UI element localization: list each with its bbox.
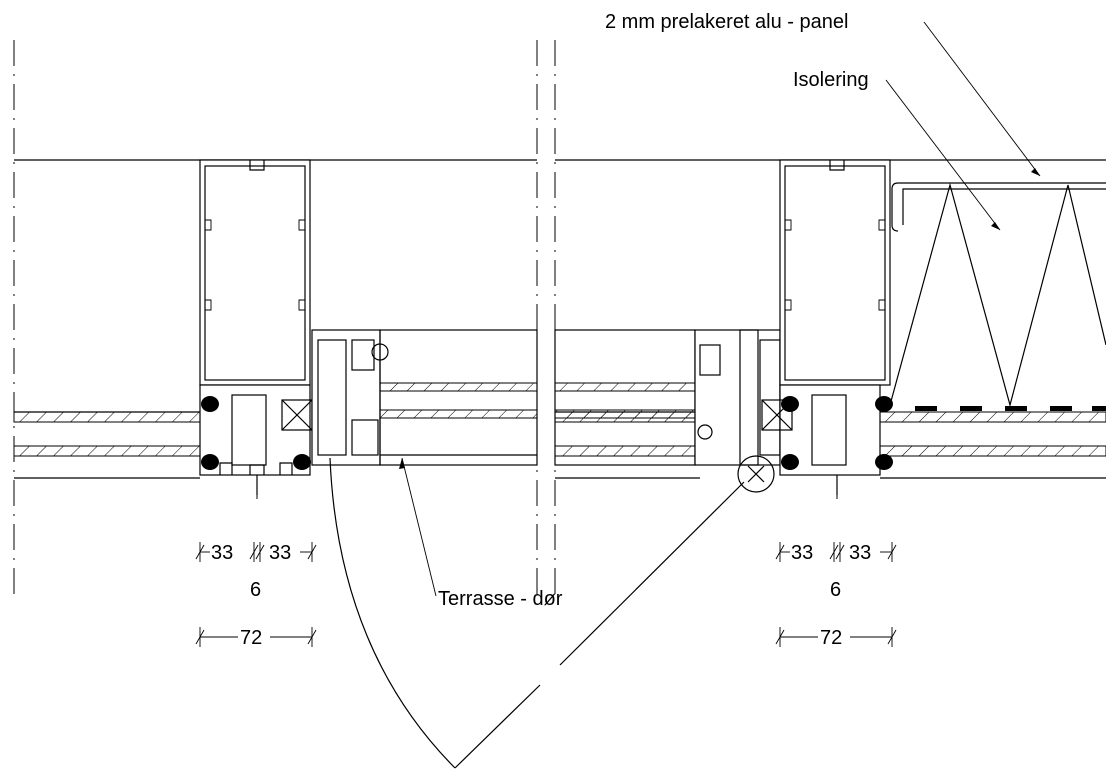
left-door-frame (311, 329, 538, 466)
left-dim-72: 72 (240, 627, 262, 649)
right-dim-6: 6 (830, 579, 841, 601)
right-dimensions: 33 33 6 72 (775, 542, 897, 649)
wall-lines (14, 159, 1106, 479)
panel-label: 2 mm prelakeret alu - panel (605, 11, 848, 33)
insulation-label: Isolering (793, 69, 869, 91)
axis-lines (13, 40, 838, 600)
right-dim-72: 72 (820, 627, 842, 649)
insulated-panel (889, 182, 1106, 413)
leader-lines (399, 21, 1041, 597)
glazing-bands (13, 382, 1106, 457)
left-dim-33a: 33 (211, 542, 233, 564)
panel-clips (915, 406, 1106, 411)
door-label: Terrasse - dør (438, 588, 563, 610)
left-dimensions: 33 33 6 72 (195, 542, 317, 649)
left-mullion-profile (199, 159, 313, 495)
right-dim-33b: 33 (849, 542, 871, 564)
left-dim-6: 6 (250, 579, 261, 601)
right-door-frame (554, 329, 781, 493)
right-mullion-profile (761, 159, 893, 495)
right-dim-33a: 33 (791, 542, 813, 564)
door-swing (329, 457, 745, 769)
left-dim-33b: 33 (269, 542, 291, 564)
